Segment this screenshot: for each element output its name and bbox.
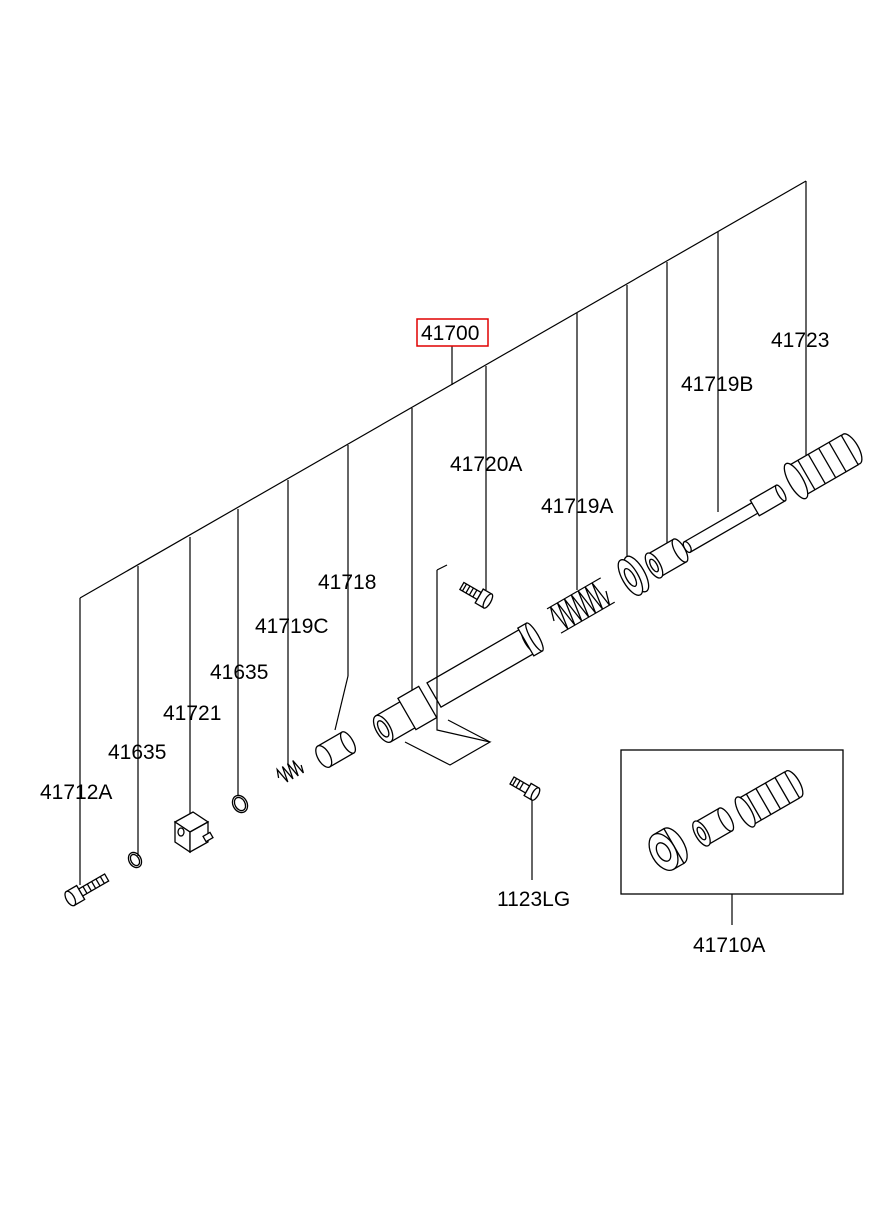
bolt-41712A (64, 873, 110, 907)
label-41635-lower[interactable]: 41635 (108, 741, 166, 764)
label-41719B[interactable]: 41719B (681, 373, 753, 396)
seal-ring-part (617, 555, 650, 596)
o-ring-lower-inner (129, 853, 141, 867)
spring-41719C (276, 760, 305, 783)
kit-box-41710A (620, 749, 844, 925)
label-41719A[interactable]: 41719A (541, 495, 613, 518)
bolt-1123LG (509, 776, 541, 801)
label-41719C[interactable]: 41719C (255, 615, 329, 638)
label-41635-upper[interactable]: 41635 (210, 661, 268, 684)
o-ring-lower (127, 851, 143, 869)
label-41712A[interactable]: 41712A (40, 781, 112, 804)
yoke-block-41721 (173, 811, 214, 854)
label-41721[interactable]: 41721 (163, 702, 221, 725)
drop-lines (79, 181, 807, 885)
label-1123LG[interactable]: 1123LG (497, 888, 570, 911)
label-41720A[interactable]: 41720A (450, 453, 522, 476)
o-ring-upper (231, 794, 249, 814)
boot-part (783, 433, 863, 500)
label-41710A[interactable]: 41710A (693, 934, 765, 957)
o-ring-upper-inner (233, 796, 247, 812)
sleeve-41718 (315, 731, 357, 768)
label-41700[interactable]: 41700 (421, 322, 479, 345)
main-leader-line (79, 180, 807, 599)
label-41723[interactable]: 41723 (771, 329, 829, 352)
label-41718[interactable]: 41718 (318, 571, 376, 594)
bushing-part (644, 538, 689, 579)
spring-part (546, 577, 616, 634)
rack-housing-part (372, 564, 544, 766)
tie-rod-part (682, 484, 787, 554)
bolt-41720A (458, 581, 494, 609)
part-highlight-box (416, 318, 489, 347)
